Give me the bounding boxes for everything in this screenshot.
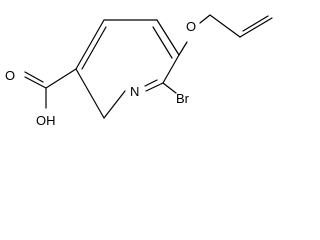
bond-ch2-ch <box>209 14 241 38</box>
bond-ring-c2-lower <box>75 68 105 119</box>
bond-ch-ch2-double-b <box>242 15 269 32</box>
bond-ring-n-c2 <box>103 90 126 119</box>
carbonyl-oxygen-label: O <box>5 68 15 83</box>
bond-c5-o <box>178 41 188 56</box>
bromine-label: Br <box>176 91 190 106</box>
bromine-substituent: Br <box>162 82 190 106</box>
bond-ring-c2-c3 <box>75 19 105 70</box>
bond-ring-cooh <box>45 68 77 89</box>
chemical-structure: N Br O O OH <box>5 14 273 128</box>
hydroxyl-label: OH <box>36 113 56 128</box>
bond-carbonyl-a <box>24 76 47 89</box>
bond-ch-ch2-double-a <box>239 17 273 38</box>
bond-ring-c4-c5 <box>156 19 180 56</box>
carboxylic-acid-group: O OH <box>5 68 77 128</box>
allyloxy-substituent: O <box>178 14 273 56</box>
bond-ring-c4-c5-double <box>152 26 173 59</box>
ether-oxygen-label: O <box>186 19 196 34</box>
ring-nitrogen-label: N <box>130 84 139 99</box>
bond-o-ch2 <box>199 14 211 24</box>
bond-ring-c6-n <box>145 82 164 92</box>
bond-ring-c2-c3-double <box>81 26 107 70</box>
bond-ring-c6-n-double <box>144 79 158 87</box>
bond-carbonyl-b <box>24 71 44 83</box>
pyridine-ring <box>75 19 180 119</box>
bond-ring-c5-c6 <box>162 54 180 84</box>
bond-c6-br <box>162 82 177 94</box>
